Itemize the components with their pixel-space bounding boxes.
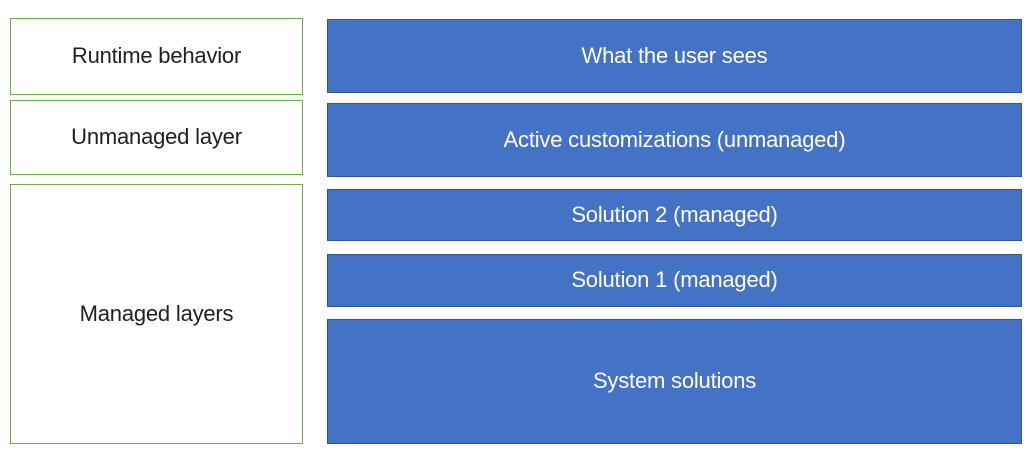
runtime-behavior-label: Runtime behavior — [71, 43, 242, 69]
managed-layers-label: Managed layers — [79, 300, 234, 326]
layer-bar-label: System solutions — [592, 368, 757, 394]
layer-bar-label: Solution 1 (managed) — [571, 267, 778, 293]
layer-bar-label: What the user sees — [581, 42, 768, 68]
layer-bar-label: Active customizations (unmanaged) — [503, 126, 846, 152]
layer-bar-solution-2-managed: Solution 2 (managed) — [327, 189, 1022, 241]
layer-bar-label: Solution 2 (managed) — [571, 201, 778, 227]
unmanaged-layer-label: Unmanaged layer — [71, 124, 242, 150]
left-label-box-runtime-behavior: Runtime behavior — [10, 18, 303, 95]
left-label-box-managed-layers: Managed layers — [10, 184, 303, 444]
layer-bar-solution-1-managed: Solution 1 (managed) — [327, 254, 1022, 307]
layer-bar-system-solutions: System solutions — [327, 319, 1022, 444]
layer-bar-active-customizations: Active customizations (unmanaged) — [327, 103, 1022, 177]
layer-bar-what-the-user-sees: What the user sees — [327, 19, 1022, 93]
left-label-box-unmanaged-layer: Unmanaged layer — [10, 100, 303, 175]
